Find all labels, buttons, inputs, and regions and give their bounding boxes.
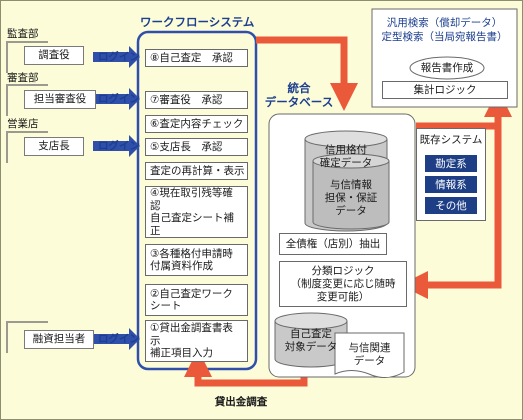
classification-logic[interactable]: 分類ロジック （制度変更に応じ随時 変更可能） [279,261,407,307]
login-label-3[interactable]: ログイン [98,140,140,152]
role-box-auditor[interactable]: 調査役 [24,46,84,65]
login-arrow-4 [93,328,140,350]
legacy-item-label: 勘定系 [435,158,467,170]
cylinder-front-top [312,153,390,169]
login-arrow-2 [93,88,140,110]
legacy-item-label: 情報系 [435,179,467,191]
flow-search-to-logic [400,126,502,299]
credit-data-document [334,332,405,378]
all-loans-extract[interactable]: 全債権（店別）抽出 [279,233,387,255]
section-label-branch: 営業店 [7,118,39,130]
credit-related-data-label: 与信関連 データ [348,342,391,367]
step-7-reviewer-approval[interactable]: ⑦審査役 承認 [145,91,248,109]
role-box-reviewer[interactable]: 担当審査役 [24,90,96,109]
step-label: ⑦審査役 承認 [150,93,223,106]
step-2-self-assessment-sheet[interactable]: ②自己査定ワークシート [145,284,248,316]
legacy-item-accounting[interactable]: 勘定系 [425,155,477,172]
section-bracket-review [6,84,48,116]
section-bracket-audit [6,41,48,73]
step-label: ④現在取引残等確認 自己査定シート補正 [150,187,234,237]
cylinder-back-top [304,130,388,148]
legacy-item-information[interactable]: 情報系 [425,176,477,193]
step-6-content-check[interactable]: ⑥査定内容チェック [145,115,248,133]
search-line-standard: 定型検索（当局宛報告書） [381,31,508,43]
login-label-1[interactable]: ログイン [98,51,140,63]
role-label: 担当審査役 [33,93,87,105]
role-box-loan-officer[interactable]: 融資担当者 [24,330,94,349]
step-recalculate-display[interactable]: 査定の再計算・表示 [145,162,248,180]
aggregate-label: 集計ロジック [413,83,477,96]
extract-label: 全債権（店別）抽出 [285,237,381,250]
section-label-audit: 監査部 [7,28,39,40]
section-label-review: 審査部 [7,72,39,84]
step-label: ②自己査定ワークシート [150,287,233,313]
loan-survey-label: 貸出金調査 [214,396,268,408]
self-assessment-data-label: 自己査定 対象データ [284,328,338,353]
search-line-general: 汎用検索（償却データ） [386,17,503,29]
legacy-systems-title: 既存システム [419,134,483,146]
step-label: ⑥査定内容チェック [150,117,244,130]
flow-workflow-to-database [256,36,358,111]
database-title-line2: データベース [264,95,334,109]
step-label: ⑧自己査定 承認 [150,51,233,64]
login-label-2[interactable]: ログイン [98,93,140,105]
section-bracket-branch [6,131,48,163]
role-label: 支店長 [38,140,70,152]
step-1-loan-survey-display[interactable]: ①貸出金調査書表示 補正項目入力 [145,320,248,362]
role-label: 融資担当者 [32,333,86,345]
legacy-item-label: その他 [435,200,467,212]
login-label-4[interactable]: ログイン [98,333,140,345]
database-title-line1: 統合 [287,81,311,95]
workflow-title: ワークフローシステム [140,15,255,29]
credit-info-data-label: 与信情報 担保・保証 データ [324,179,378,217]
logic-label: 分類ロジック （制度変更に応じ随時 変更可能） [290,264,396,303]
step-label: ③各種格付申請時付属資料作成 [150,247,233,273]
section-bracket-loan [6,321,48,353]
aggregation-logic[interactable]: 集計ロジック [382,81,508,99]
login-arrow-3 [93,135,140,157]
step-5-branch-approval[interactable]: ⑤支店長 承認 [145,138,248,156]
cylinder-front [312,161,390,230]
legacy-item-other[interactable]: その他 [425,197,477,214]
credit-rating-data-label: 信用格付 確定データ [319,144,373,169]
step-3-attachment-creation[interactable]: ③各種格付申請時付属資料作成 [145,244,248,276]
role-label: 調査役 [38,49,70,61]
report-oval [409,56,485,80]
step-4-balance-check[interactable]: ④現在取引残等確認 自己査定シート補正 [145,186,248,238]
self-data-cylinder-top [274,312,348,330]
role-box-branch-manager[interactable]: 支店長 [24,137,84,156]
report-creation-label[interactable]: 報告書作成 [420,62,474,74]
login-arrow-1 [93,46,140,68]
step-8-self-assessment-approval[interactable]: ⑧自己査定 承認 [145,49,248,67]
step-label: ⑤支店長 承認 [150,140,223,153]
step-label: ①貸出金調査書表示 補正項目入力 [150,322,233,360]
step-label: 査定の再計算・表示 [150,164,245,177]
